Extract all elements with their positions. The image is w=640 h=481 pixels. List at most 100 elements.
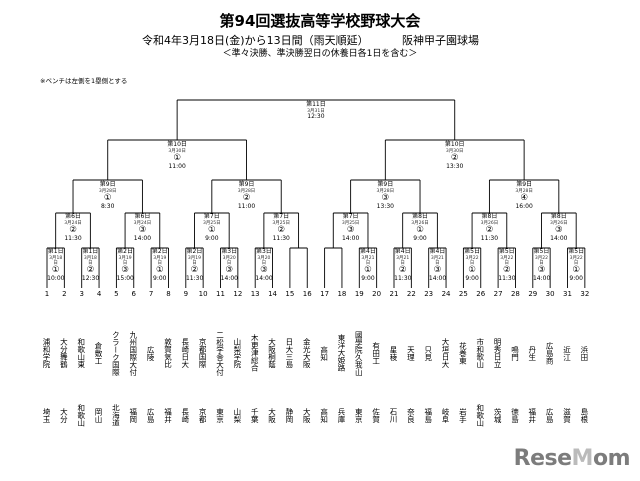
game-label: 第7日: [203, 213, 220, 220]
game-no: ①: [103, 193, 112, 204]
team-number: 12: [233, 290, 243, 298]
team-prefecture: 島根: [579, 407, 589, 423]
team-number: 2: [62, 290, 67, 298]
game-time: 14:00: [550, 234, 568, 242]
game-time: 13:30: [376, 202, 394, 210]
game-date: 3月25日: [272, 220, 291, 226]
team-prefecture: 岩手: [458, 407, 468, 423]
team-prefecture: 石川: [389, 407, 398, 423]
page-title: 第94回選抜高等学校野球大会: [219, 12, 421, 30]
team-prefecture: 大阪: [267, 407, 277, 423]
team-number: 29: [528, 290, 538, 298]
game-label: 第2日: [117, 248, 133, 255]
team-school: 明秀日立: [493, 338, 503, 368]
game-date: 3月18日: [83, 255, 97, 267]
game-time: 9:00: [205, 234, 219, 242]
game-time: 11:30: [394, 275, 412, 282]
team-number: 22: [406, 290, 416, 298]
team-school: 二松学舎大付: [215, 330, 225, 376]
game-date: 3月22日: [534, 255, 549, 267]
team-school: 大垣日大: [441, 338, 451, 368]
game-date: 3月25日: [203, 220, 221, 226]
team-number: 15: [285, 290, 295, 298]
game-label: 第5日: [464, 248, 480, 255]
team-number: 26: [476, 290, 486, 298]
team-number: 11: [216, 290, 225, 298]
team-school: 敦賀気比: [163, 338, 173, 368]
team-prefecture: 千葉: [250, 407, 260, 423]
game-time: 9:00: [465, 275, 479, 282]
team-prefecture: 和歌山: [475, 403, 485, 427]
game-date: 3月21日: [396, 255, 410, 267]
team-number: 25: [458, 290, 468, 298]
bench-note: ※ベンチは左側を1塁側とする: [40, 77, 128, 85]
game-label: 第4日: [360, 248, 376, 255]
team-school: 天理: [406, 345, 416, 361]
team-number: 19: [354, 290, 364, 298]
game-date: 3月22日: [465, 255, 479, 267]
team-prefecture: 福岡: [128, 407, 138, 423]
game-time: 9:00: [361, 275, 375, 282]
team-prefecture: 岡山: [94, 407, 104, 423]
team-school: 九州国際大付: [128, 330, 138, 376]
team-prefecture: 東京: [215, 407, 225, 423]
team-school: 星稜: [389, 345, 398, 361]
team-number: 14: [268, 290, 277, 298]
game-date: 3月28日: [237, 188, 256, 194]
game-label: 第8日: [550, 213, 567, 220]
game-time: 11:00: [237, 202, 256, 210]
game-date: 3月26日: [411, 220, 429, 226]
game-label: 第5日: [533, 248, 550, 255]
team-school: 國學院久我山: [354, 330, 364, 376]
team-prefecture: 長崎: [180, 407, 190, 423]
team-school: 丹生: [527, 345, 537, 361]
game-no: ②: [450, 153, 459, 164]
team-school: 広島商: [545, 341, 555, 365]
team-number: 28: [510, 290, 520, 298]
game-date: 3月30日: [168, 148, 186, 154]
game-label: 第1日: [82, 248, 99, 255]
venue-name: 阪神甲子園球場: [402, 34, 479, 47]
game-date: 3月25日: [341, 220, 360, 226]
resemom-logo: ReseMom: [513, 446, 631, 471]
game-date: 3月19日: [118, 255, 132, 267]
team-number: 32: [580, 290, 590, 298]
game-time: 9:00: [153, 275, 167, 282]
game-label: 第6日: [65, 213, 81, 220]
team-school: 只見: [423, 345, 433, 361]
team-school: 大分舞鶴: [59, 338, 69, 368]
game-date: 3月24日: [133, 220, 152, 226]
game-no: ③: [346, 225, 355, 236]
game-time: 14:00: [133, 234, 152, 242]
game-label: 第6日: [134, 213, 151, 220]
game-label: 第4日: [429, 248, 446, 255]
game-no: ②: [242, 193, 251, 204]
schedule-note: ＜準々決勝、準決勝翌日の休養日各1日を含む＞: [222, 49, 418, 59]
game-time: 11:30: [185, 275, 204, 282]
team-school: 近江: [562, 345, 572, 361]
team-prefecture: 徳島: [510, 407, 520, 423]
game-label: 第4日: [394, 248, 411, 255]
game-label: 第2日: [151, 248, 168, 255]
game-time: 14:00: [428, 275, 447, 282]
game-label: 第1日: [47, 248, 64, 255]
game-label: 第9日: [377, 181, 394, 188]
game-no: ③: [121, 265, 129, 276]
game-date: 3月19日: [153, 255, 167, 267]
team-number: 23: [424, 290, 434, 298]
game-no: ②: [485, 225, 494, 236]
game-date: 3月28日: [98, 188, 117, 194]
